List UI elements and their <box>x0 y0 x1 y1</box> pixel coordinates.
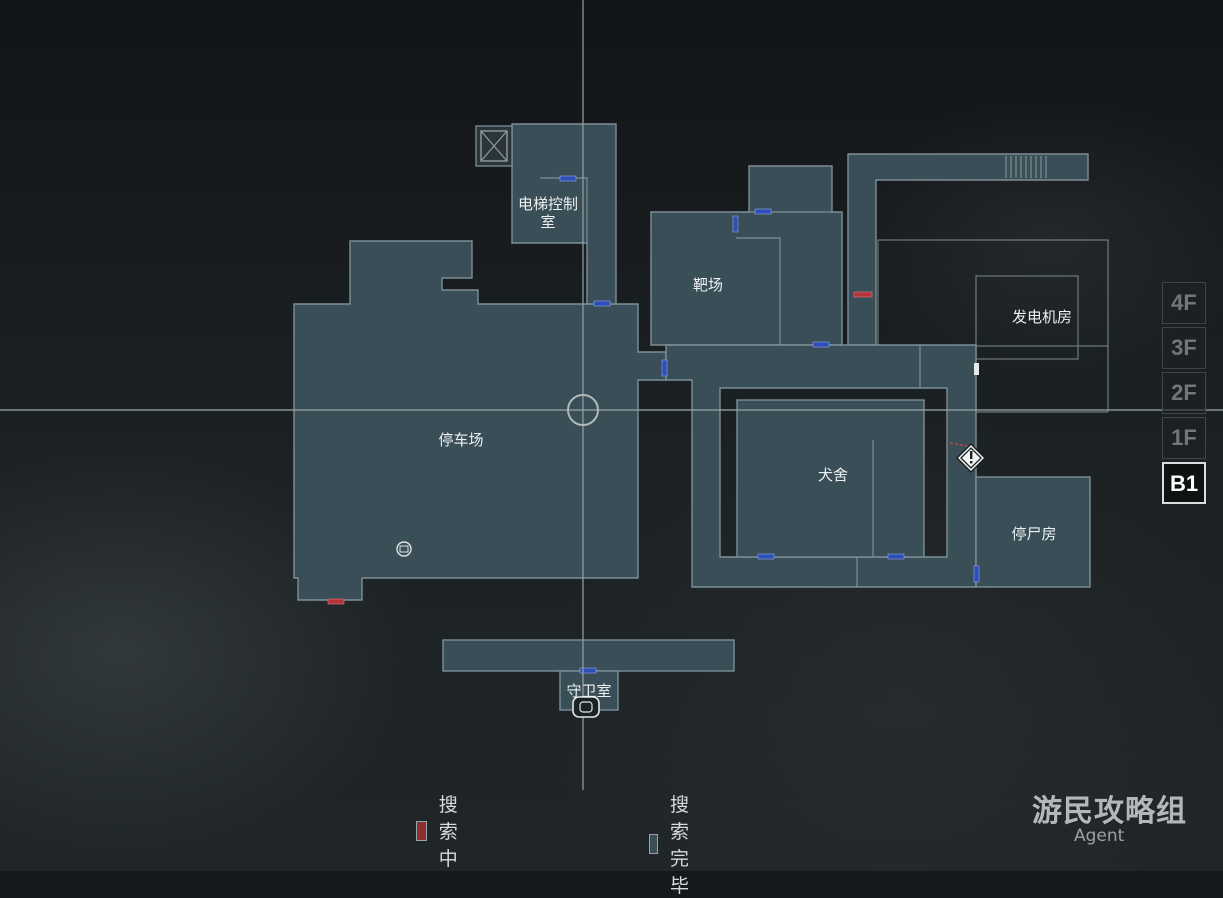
watermark-sub: Agent <box>1074 826 1125 846</box>
door[interactable] <box>593 300 611 307</box>
label-morgue: 停尸房 <box>1011 525 1056 543</box>
elevator-control-inner-wall <box>540 177 588 243</box>
door[interactable] <box>812 341 830 348</box>
room-generator-outline[interactable] <box>877 239 1109 347</box>
legend-searching: 搜索中 <box>416 790 468 871</box>
corridor-south[interactable] <box>442 639 735 672</box>
elevator-icon <box>480 130 508 162</box>
door[interactable] <box>579 667 597 674</box>
watermark-main: 游民攻略组 <box>1032 794 1187 829</box>
door[interactable] <box>887 553 905 560</box>
floor-button-4f[interactable]: 4F <box>1162 282 1206 324</box>
label-elevator-control-line1: 电梯控制 <box>518 195 578 213</box>
room-morgue[interactable] <box>975 476 1091 588</box>
typewriter-icon[interactable] <box>396 541 412 557</box>
door[interactable] <box>757 553 775 560</box>
room-shooting-range[interactable] <box>650 165 843 346</box>
floor-button-2f[interactable]: 2F <box>1162 372 1206 414</box>
room-kennel[interactable] <box>736 399 925 558</box>
room-elevator-control[interactable] <box>511 123 617 329</box>
legend-label-completed: 搜索完毕 <box>669 794 690 897</box>
floor-button-1f[interactable]: 1F <box>1162 417 1206 459</box>
legend-label-searching: 搜索中 <box>438 794 459 870</box>
label-elevator-control-line2: 室 <box>540 213 555 231</box>
door[interactable] <box>754 208 772 215</box>
legend-swatch-completed <box>649 834 658 854</box>
label-guard-room: 守卫室 <box>566 682 611 700</box>
generator-room-inner <box>975 275 1079 360</box>
floor-button-b1[interactable]: B1 <box>1162 462 1206 504</box>
door[interactable] <box>559 175 577 182</box>
door[interactable] <box>973 565 980 583</box>
door-locked[interactable] <box>327 598 345 605</box>
floor-map: 停车场 电梯控制 室 靶场 发电机房 犬舍 停尸房 守卫室 <box>0 0 1223 790</box>
label-parking: 停车场 <box>438 431 483 449</box>
label-kennel: 犬舍 <box>818 466 848 484</box>
floor-selector: 4F 3F 2F 1F B1 <box>1162 282 1210 507</box>
door[interactable] <box>661 359 668 377</box>
legend-completed: 搜索完毕 <box>649 790 701 898</box>
door-locked[interactable] <box>853 291 873 298</box>
door[interactable] <box>732 215 739 233</box>
hazard-marker-line <box>949 442 973 448</box>
warning-icon[interactable] <box>955 442 987 474</box>
label-generator-room: 发电机房 <box>1012 308 1072 326</box>
corridor-kennel-ring[interactable] <box>665 344 977 588</box>
watermark: 游民攻略组 Agent <box>1032 778 1212 848</box>
label-shooting-range: 靶场 <box>693 276 723 294</box>
item-box-icon[interactable] <box>572 696 600 718</box>
shooting-range-inner-wall <box>736 237 781 345</box>
floor-button-3f[interactable]: 3F <box>1162 327 1206 369</box>
door-white[interactable] <box>974 363 979 375</box>
stairs-icon <box>1005 156 1047 178</box>
legend-swatch-searching <box>416 820 427 841</box>
crosshair-icon <box>0 0 1223 790</box>
